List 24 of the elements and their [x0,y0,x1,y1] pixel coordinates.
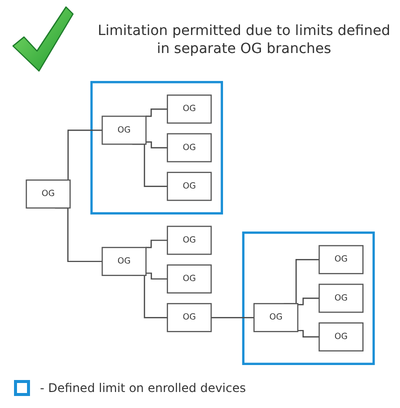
node-box: OG [318,322,364,352]
node-box: OG [166,226,212,255]
node-box: OG [318,245,364,274]
connector [146,108,168,117]
node-box: OG [166,303,212,332]
cluster [242,232,375,366]
cluster [90,80,224,214]
node-box: OG [318,284,364,313]
node-box: OG [26,179,71,209]
node-box: OG [166,172,212,201]
node-box: OG [102,116,147,145]
node-box: OG [166,133,212,162]
node-box: OG [166,94,212,124]
connector [146,272,168,280]
node-box: OG [253,303,298,332]
title: Limitation permitted due to limits defined in separate OG branches [96,22,392,58]
connector [298,298,320,306]
connector [146,240,168,248]
connector [146,141,168,148]
node-box: OG [166,264,212,294]
node-box: OG [102,246,147,276]
legend-text: - Defined limit on enrolled devices [40,380,246,396]
connector [211,316,254,318]
connector [298,330,320,338]
